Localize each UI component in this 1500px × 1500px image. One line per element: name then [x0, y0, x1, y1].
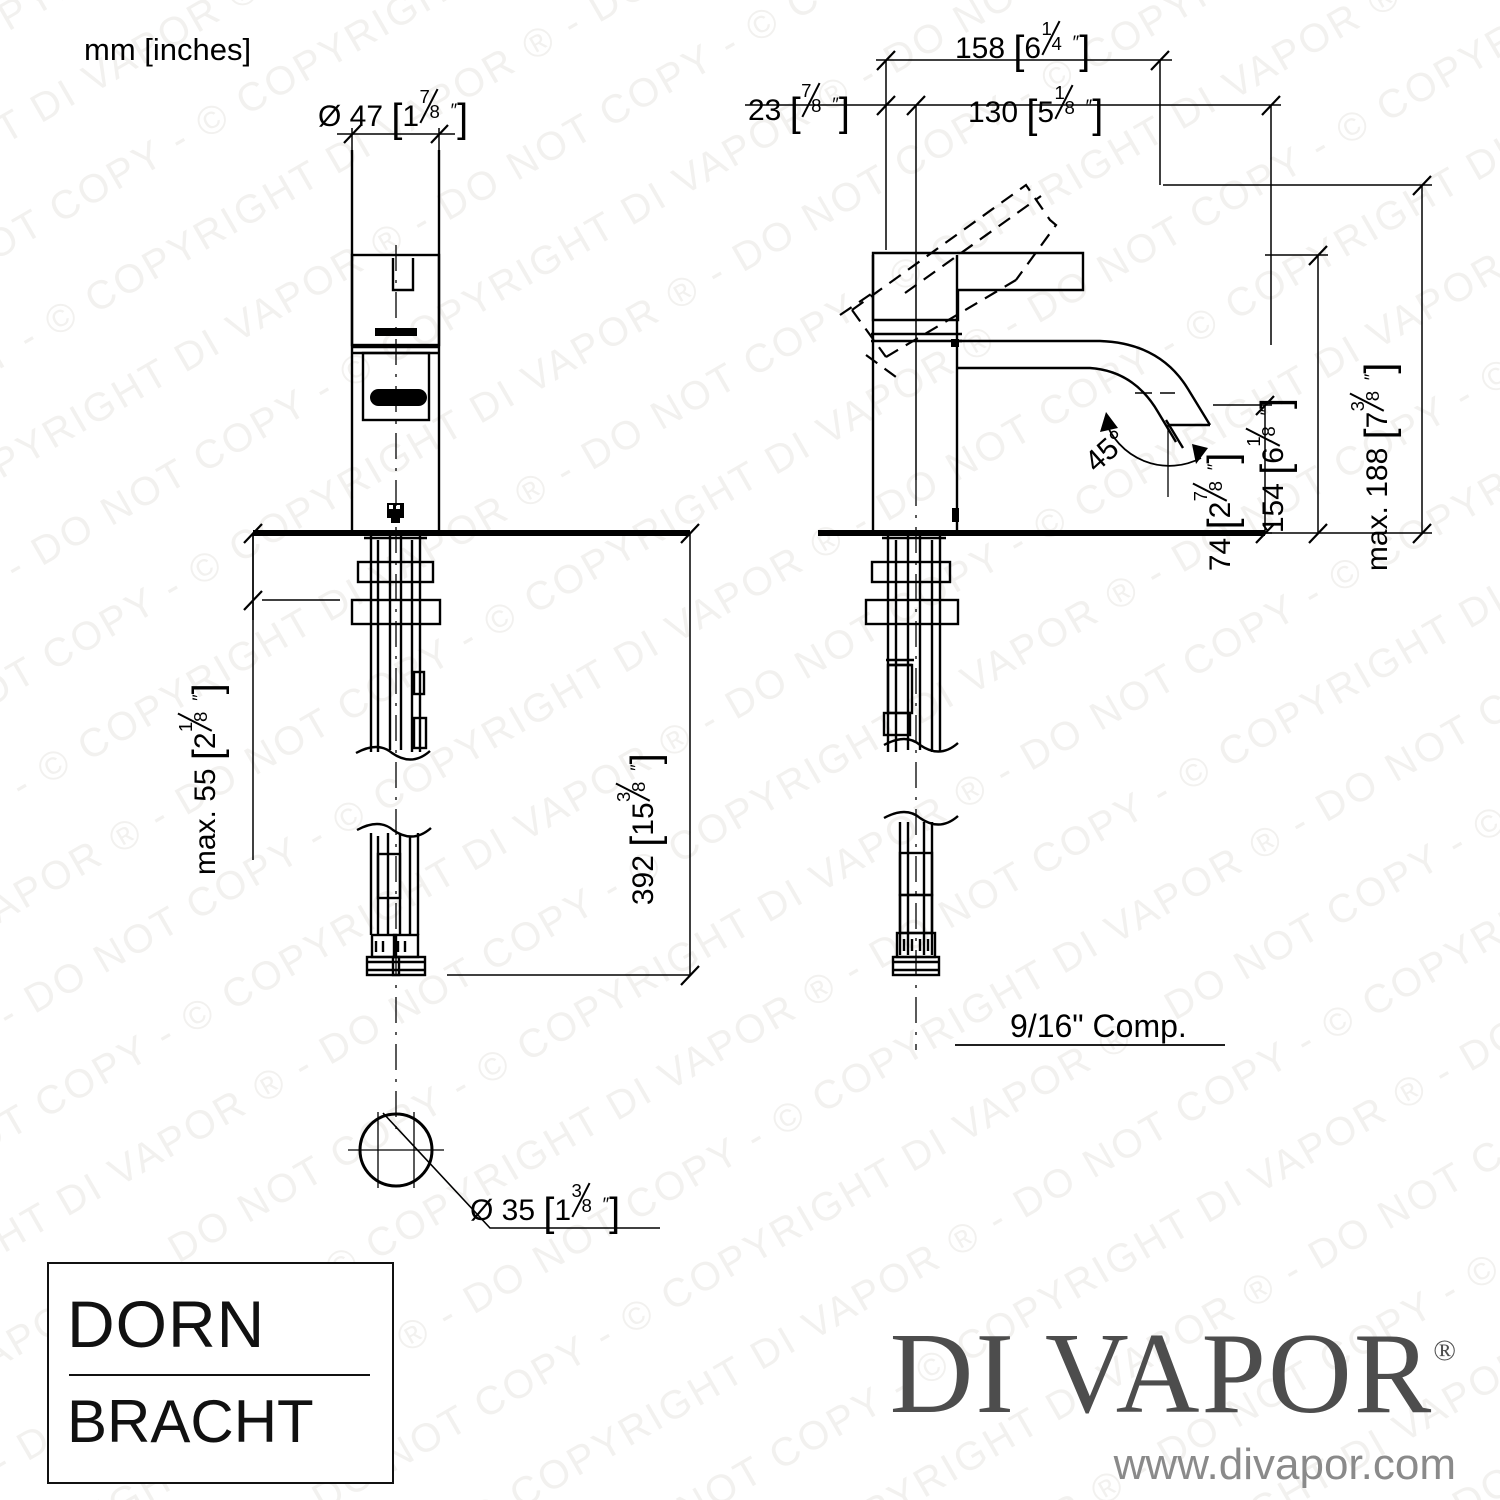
front-view-dimensions — [243, 124, 700, 986]
side-view-geometry — [818, 183, 1265, 1050]
side-view-dimensions — [745, 50, 1432, 544]
dornbracht-logo-line1: DORN — [67, 1287, 266, 1361]
dornbracht-logo-divider — [69, 1374, 370, 1376]
front-view-geometry — [253, 150, 690, 1229]
divapor-logo-name: DI VAPOR® — [889, 1310, 1456, 1438]
dornbracht-logo: DORN BRACHT — [47, 1262, 394, 1484]
dornbracht-logo-line2: BRACHT — [67, 1388, 314, 1455]
registered-trademark-icon: ® — [1433, 1334, 1456, 1367]
divapor-website-url: www.divapor.com — [1113, 1440, 1456, 1489]
divapor-logo: DI VAPOR® www.divapor.com — [836, 1316, 1456, 1490]
